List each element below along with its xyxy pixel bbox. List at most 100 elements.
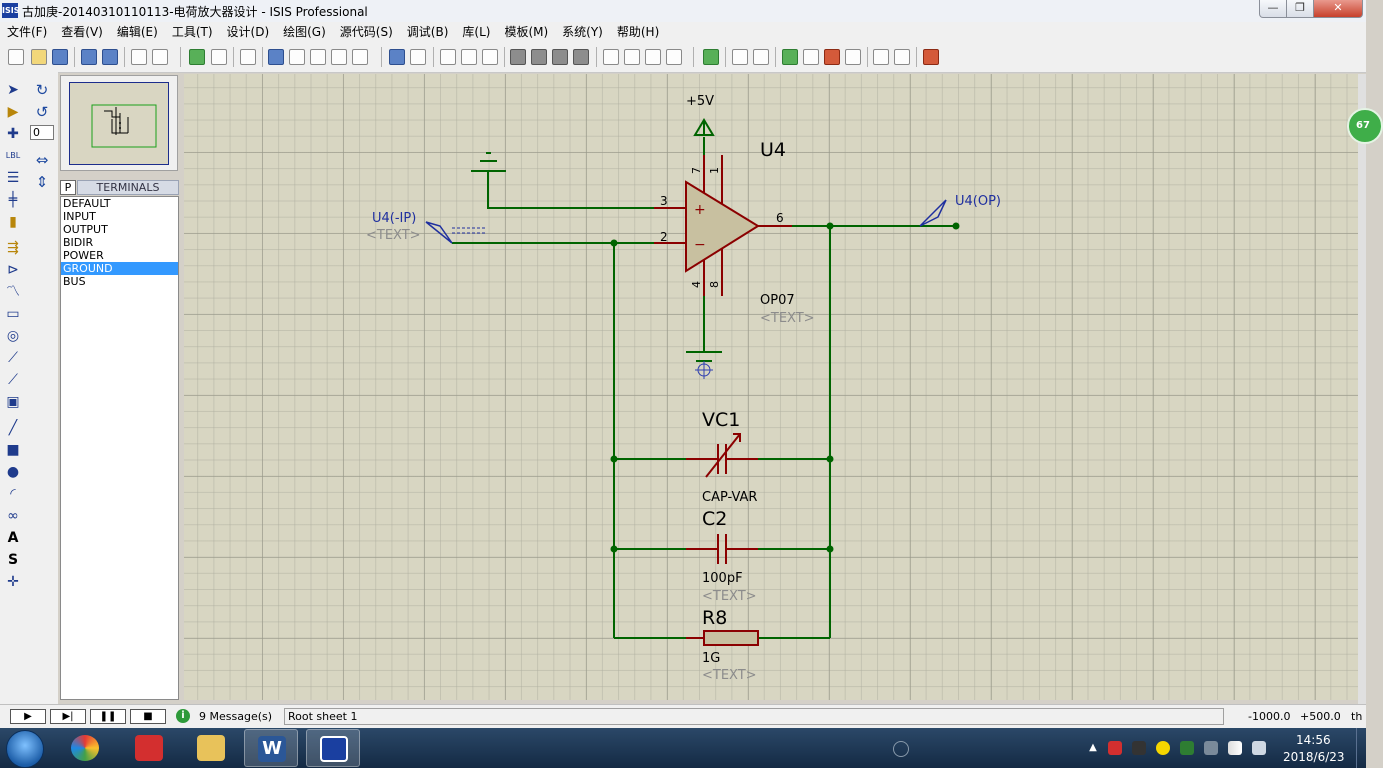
selection-mode-icon[interactable]: ➤ [7, 82, 19, 98]
new-file-icon[interactable] [8, 49, 24, 65]
block-copy-icon[interactable] [510, 49, 526, 65]
taskbar-word[interactable]: W [244, 729, 298, 767]
zoom-out-icon[interactable] [310, 49, 326, 65]
cut-icon[interactable] [440, 49, 456, 65]
box-tool-icon[interactable]: ■ [6, 442, 20, 458]
pan-icon[interactable] [268, 49, 284, 65]
goto-sheet-icon[interactable] [845, 49, 861, 65]
bus-icon[interactable]: ╪ [8, 192, 18, 208]
step-icon[interactable]: ▶| [50, 709, 86, 724]
list-item[interactable]: BUS [63, 275, 86, 288]
junction-dot-icon[interactable]: ✚ [7, 126, 19, 142]
generator-icon[interactable]: ◎ [6, 328, 20, 344]
menu-debug[interactable]: 调试(B) [406, 25, 449, 39]
tray-shield-icon[interactable] [1180, 741, 1194, 755]
clock-time[interactable]: 14:56 [1296, 733, 1331, 747]
overview-preview[interactable] [69, 82, 169, 165]
refresh-icon[interactable] [189, 49, 205, 65]
netlist-to-ares-icon[interactable] [923, 49, 939, 65]
text-script-icon[interactable]: ☰ [6, 170, 20, 186]
list-item[interactable]: OUTPUT [63, 223, 108, 236]
floating-badge[interactable]: 67 [1347, 108, 1383, 144]
menu-edit[interactable]: 编辑(E) [116, 25, 158, 39]
tray-network-icon[interactable] [1204, 741, 1218, 755]
print-icon[interactable] [131, 49, 147, 65]
new-sheet-icon[interactable] [782, 49, 798, 65]
input-terminal[interactable]: U4(-IP) <TEXT> [366, 211, 486, 244]
overview-window[interactable] [60, 75, 178, 171]
show-desktop-button[interactable] [1356, 728, 1367, 768]
pick-device-icon[interactable] [603, 49, 619, 65]
path-tool-icon[interactable]: ∞ [7, 508, 19, 524]
list-item[interactable]: DEFAULT [63, 197, 111, 210]
tray-red-icon[interactable] [1108, 741, 1122, 755]
taskbar-app-colorful[interactable] [58, 729, 112, 767]
app-icon[interactable]: ISIS [2, 3, 19, 18]
volume-icon[interactable] [1252, 741, 1266, 755]
menu-template[interactable]: 模板(M) [504, 25, 549, 39]
pick-devices-button[interactable]: P [60, 180, 76, 195]
origin-icon[interactable] [240, 49, 256, 65]
menu-graph[interactable]: 绘图(G) [283, 25, 326, 39]
clock-date[interactable]: 2018/6/23 [1283, 750, 1345, 764]
import-icon[interactable] [81, 49, 97, 65]
output-terminal[interactable]: U4(OP) [919, 194, 1001, 227]
arc-tool-icon[interactable]: ◜ [10, 486, 16, 502]
taskbar-isis[interactable] [306, 729, 360, 767]
show-hidden-icons-icon[interactable]: ▲ [1089, 742, 1097, 753]
undo-icon[interactable] [389, 49, 405, 65]
opamp-u4[interactable]: + − 3 2 6 7 1 4 8 U4 OP07 <TEXT> [654, 139, 815, 326]
copy-icon[interactable] [461, 49, 477, 65]
zoom-in-icon[interactable] [289, 49, 305, 65]
device-pins-icon[interactable]: ⊳ [7, 262, 19, 278]
close-button[interactable]: ✕ [1313, 0, 1363, 18]
tray-add-icon[interactable] [1156, 741, 1170, 755]
decompose-icon[interactable] [666, 49, 682, 65]
list-item[interactable]: INPUT [63, 210, 96, 223]
start-button[interactable] [6, 730, 44, 768]
menu-library[interactable]: 库(L) [462, 25, 491, 39]
list-item[interactable]: POWER [63, 249, 104, 262]
grid-icon[interactable] [211, 49, 227, 65]
bill-of-materials-icon[interactable] [873, 49, 889, 65]
marker-tool-icon[interactable]: ✛ [7, 574, 19, 590]
save-icon[interactable] [52, 49, 68, 65]
terminals-mode-icon[interactable]: ⇶ [7, 240, 19, 256]
taskbar-file-explorer[interactable] [184, 729, 238, 767]
remove-sheet-icon[interactable] [824, 49, 840, 65]
language-bar-icon[interactable] [893, 741, 909, 757]
paste-icon[interactable] [482, 49, 498, 65]
export-icon[interactable] [102, 49, 118, 65]
rotation-angle-input[interactable] [30, 125, 54, 140]
block-delete-icon[interactable] [573, 49, 589, 65]
power-terminal[interactable]: +5V [686, 94, 715, 136]
resistor-r8[interactable]: R8 1G <TEXT> [686, 607, 759, 683]
menu-help[interactable]: 帮助(H) [616, 25, 660, 39]
schematic-canvas[interactable]: +5V + − 3 2 6 7 1 4 8 [184, 74, 1358, 700]
menu-file[interactable]: 文件(F) [7, 25, 48, 39]
redo-icon[interactable] [410, 49, 426, 65]
make-device-icon[interactable] [624, 49, 640, 65]
packaging-tool-icon[interactable] [645, 49, 661, 65]
ground-terminal-top[interactable] [471, 152, 506, 172]
graph-mode-icon[interactable]: 〽 [6, 284, 20, 300]
zoom-area-icon[interactable] [352, 49, 368, 65]
play-icon[interactable]: ▶ [10, 709, 46, 724]
block-move-icon[interactable] [531, 49, 547, 65]
current-probe-icon[interactable]: ⟋ [8, 372, 18, 388]
signal-strength-icon[interactable] [1228, 741, 1242, 755]
tape-recorder-icon[interactable]: ▭ [6, 306, 20, 322]
menu-system[interactable]: 系统(Y) [562, 25, 603, 39]
text-tool-icon[interactable]: A [7, 530, 19, 546]
stop-icon[interactable]: ■ [130, 709, 166, 724]
taskbar-app-red[interactable] [122, 729, 176, 767]
wire-autorouter-icon[interactable] [703, 49, 719, 65]
circle-tool-icon[interactable]: ● [6, 464, 20, 480]
rotate-clockwise-icon[interactable]: ↻ [35, 81, 49, 99]
ground-terminal-bottom[interactable] [686, 351, 722, 379]
line-tool-icon[interactable]: ╱ [8, 420, 18, 436]
rotate-anticlockwise-icon[interactable]: ↺ [35, 103, 49, 121]
menu-design[interactable]: 设计(D) [226, 25, 270, 39]
list-item-selected[interactable]: GROUND [61, 262, 178, 275]
zoom-all-icon[interactable] [331, 49, 347, 65]
